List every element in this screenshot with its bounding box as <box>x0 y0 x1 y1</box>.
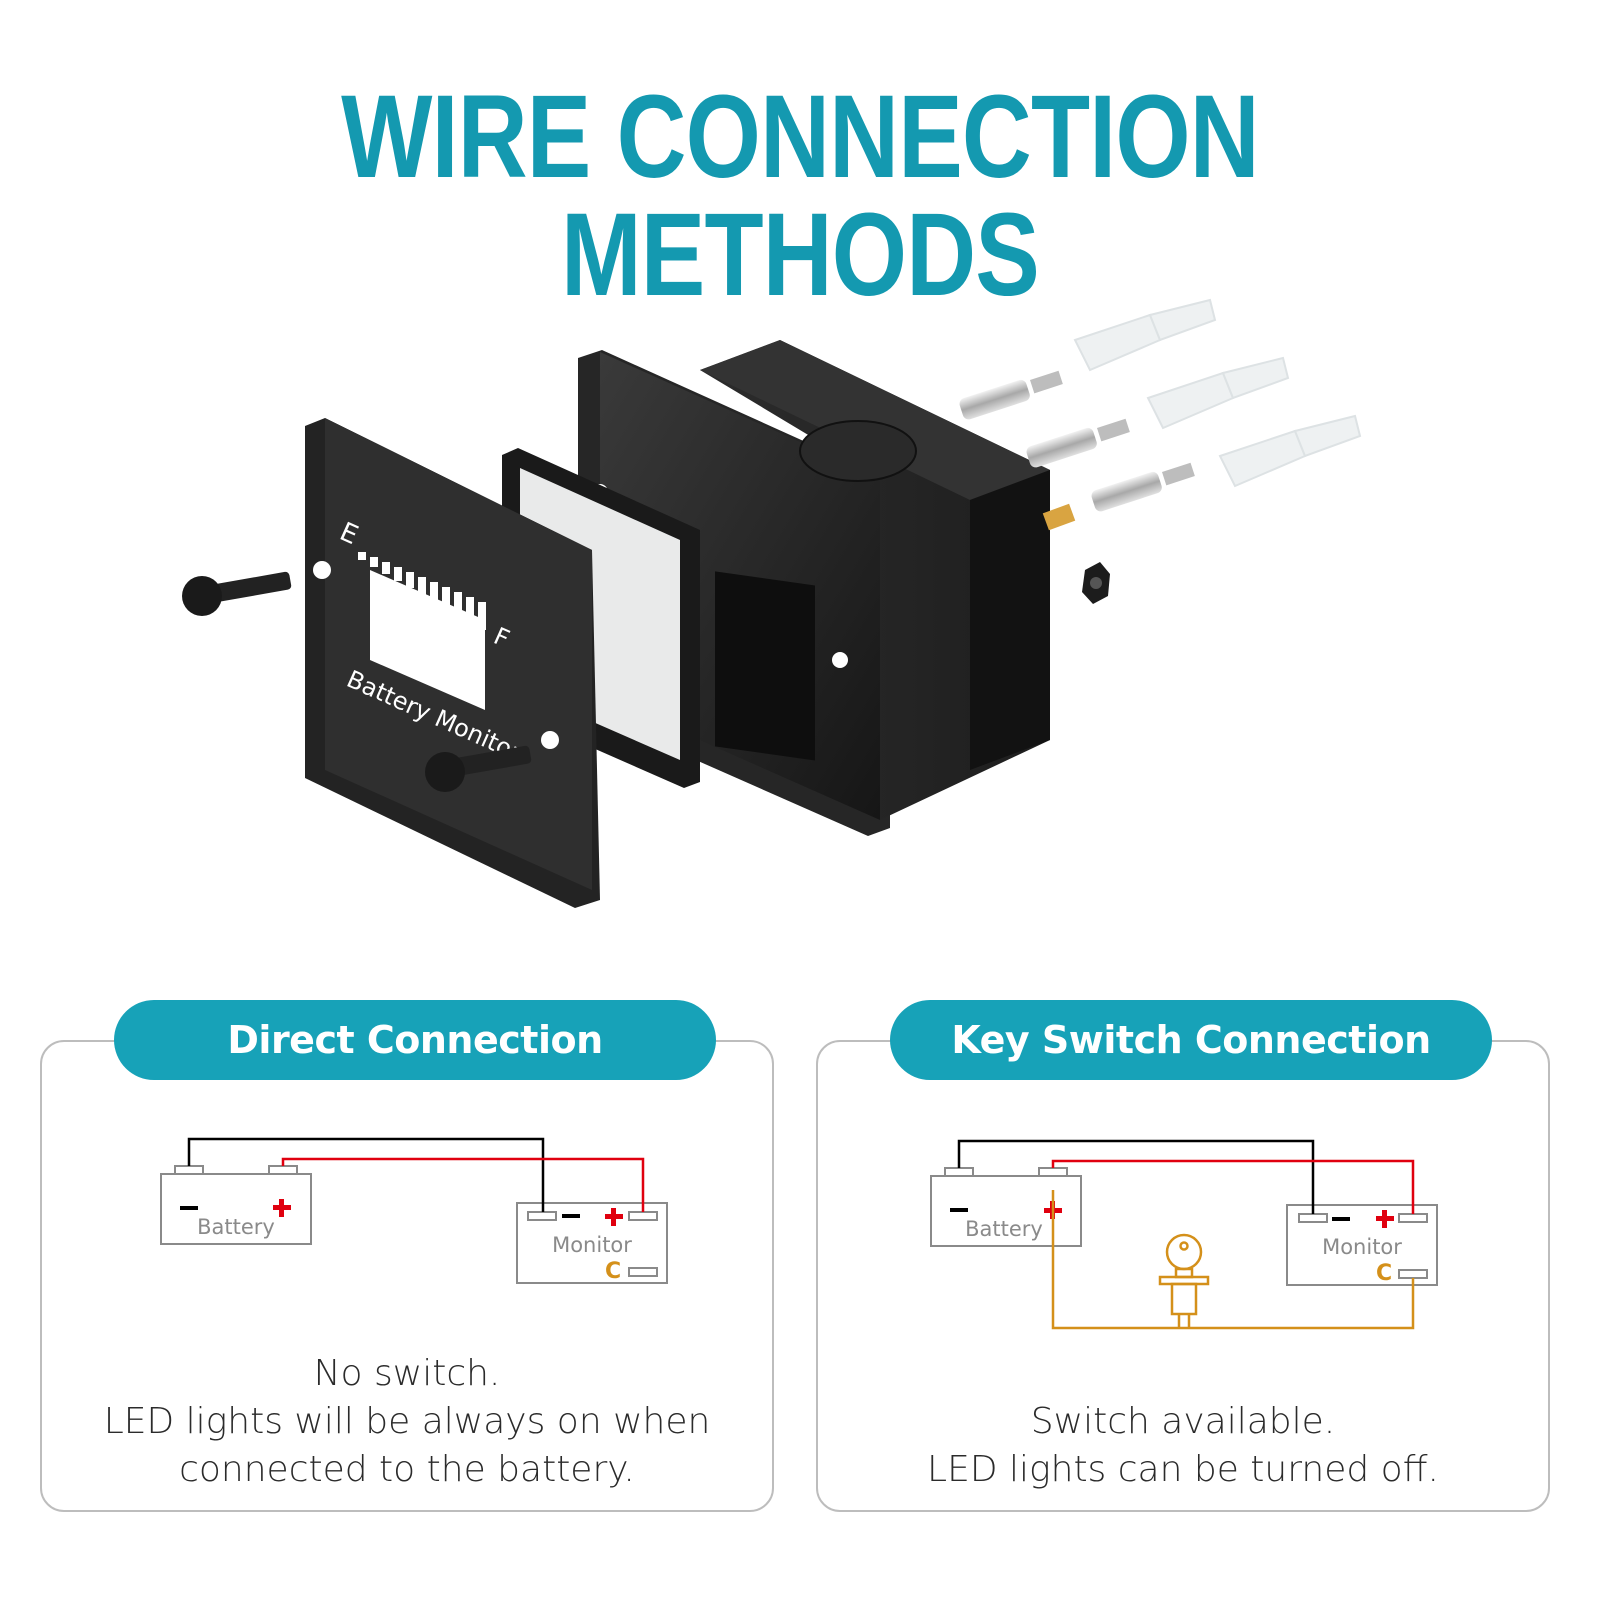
description-line: LED lights can be turned off. <box>927 1449 1439 1490</box>
negative-sign <box>562 1214 580 1218</box>
direct-connection-diagram: Battery Monitor C <box>160 1137 668 1284</box>
battery-symbol: Battery <box>160 1165 312 1245</box>
insulator-sleeve-icon <box>1073 298 1362 488</box>
key-switch-connection-description: Switch available. LED lights can be turn… <box>816 1398 1550 1494</box>
negative-wire <box>187 1137 545 1212</box>
description-line: No switch. <box>313 1353 501 1394</box>
direct-connection-heading: Direct Connection <box>114 1000 716 1080</box>
positive-sign <box>605 1208 623 1226</box>
description-line: LED lights will be always on when <box>103 1401 711 1442</box>
monitor-label: Monitor <box>552 1233 632 1257</box>
positive-wire <box>1051 1159 1415 1214</box>
direct-connection-description: No switch. LED lights will be always on … <box>40 1350 774 1494</box>
battery-label: Battery <box>965 1217 1043 1241</box>
crimp-terminal-icon <box>959 370 1063 420</box>
negative-sign <box>950 1208 968 1212</box>
monitor-symbol: Monitor C <box>516 1202 668 1284</box>
negative-wire <box>957 1139 1315 1214</box>
description-line: Switch available. <box>1030 1401 1336 1442</box>
faceplate: E F Battery Monitor <box>305 418 600 908</box>
monitor-symbol: Monitor C <box>1286 1204 1438 1286</box>
key-switch-icon <box>1158 1233 1210 1328</box>
screw-icon <box>182 571 292 616</box>
button-icon <box>799 420 917 482</box>
level-bar-icon <box>358 552 486 630</box>
negative-sign <box>180 1206 198 1210</box>
crimp-terminal-icon <box>1026 418 1130 468</box>
positive-sign <box>1376 1210 1394 1228</box>
c-terminal-label: C <box>605 1259 621 1284</box>
screw-icon <box>425 745 532 792</box>
battery-label: Battery <box>197 1215 275 1239</box>
page-title: WIRE CONNECTION METHODS <box>341 71 1259 321</box>
c-terminal-label: C <box>1376 1261 1392 1286</box>
display-window <box>370 570 485 710</box>
description-line: connected to the battery. <box>179 1449 635 1490</box>
switch-wire <box>1051 1190 1415 1330</box>
monitor-label: Monitor <box>1322 1235 1402 1259</box>
positive-wire <box>281 1157 645 1212</box>
spade-terminal <box>1042 503 1076 531</box>
battery-symbol: Battery <box>930 1167 1082 1247</box>
pcb-window <box>715 571 815 761</box>
crimp-terminal-icon <box>1091 462 1195 512</box>
positive-sign <box>273 1199 291 1217</box>
negative-sign <box>1332 1217 1350 1221</box>
key-switch-connection-heading: Key Switch Connection <box>890 1000 1492 1080</box>
key-switch-connection-diagram: Battery Monitor C <box>930 1139 1438 1330</box>
product-exploded-view: E F Battery Monitor <box>182 298 1362 908</box>
